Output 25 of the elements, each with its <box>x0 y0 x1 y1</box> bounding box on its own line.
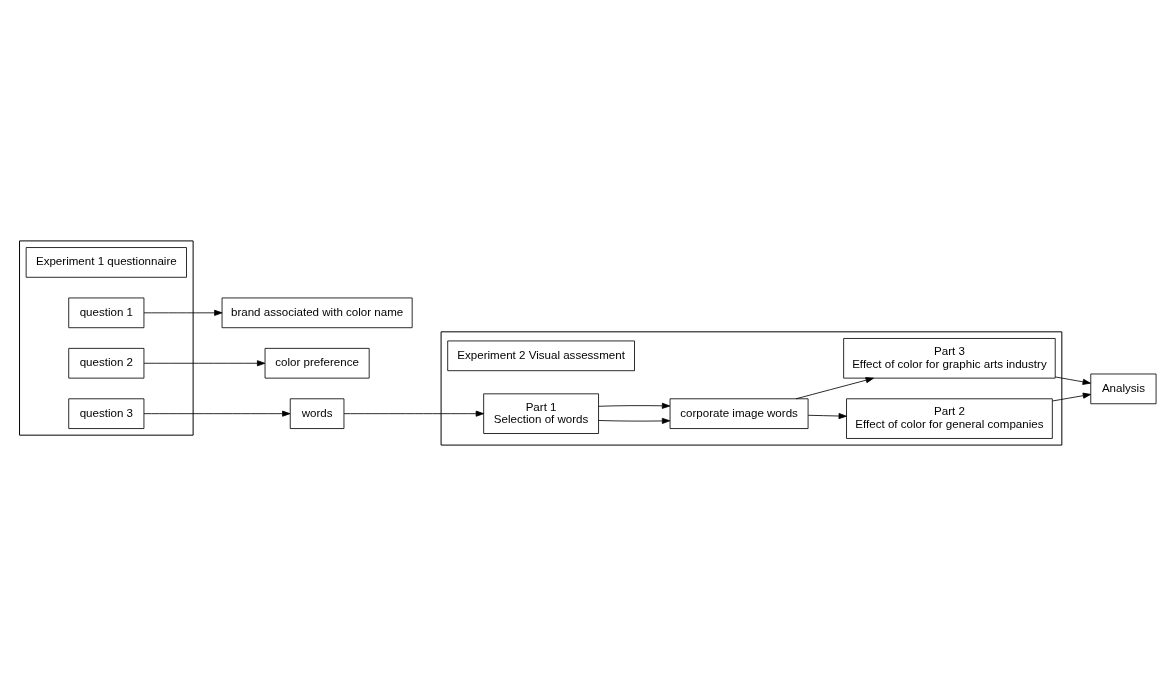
arrow <box>1055 376 1091 385</box>
arrow <box>143 410 291 417</box>
node-box: Part 1 Selection of words <box>483 393 599 434</box>
node-box: question 1 <box>68 297 145 329</box>
node-box: Analysis <box>1090 373 1157 405</box>
arrow <box>143 360 266 367</box>
arrow <box>598 402 671 409</box>
node-box: words <box>289 398 345 429</box>
node-box: Experiment 2 Visual assessment <box>447 340 635 372</box>
arrow <box>598 417 671 424</box>
node-box: question 2 <box>68 347 145 379</box>
arrow <box>143 309 223 316</box>
arrow <box>807 413 847 420</box>
arrow <box>1052 392 1092 402</box>
node-box: question 3 <box>68 398 145 429</box>
cluster <box>440 331 1063 446</box>
arrow <box>343 410 484 417</box>
arrow <box>795 377 874 400</box>
cluster <box>19 240 194 436</box>
node-box: corporate image words <box>669 398 809 429</box>
node-box: Experiment 1 questionnaire <box>25 247 187 278</box>
node-box: brand associated with color name <box>221 297 413 329</box>
node-box: Part 3 Effect of color for graphic arts industry <box>843 338 1056 379</box>
node-box: color preference <box>264 347 370 379</box>
node-box: Part 2 Effect of color for general companies <box>846 398 1053 439</box>
